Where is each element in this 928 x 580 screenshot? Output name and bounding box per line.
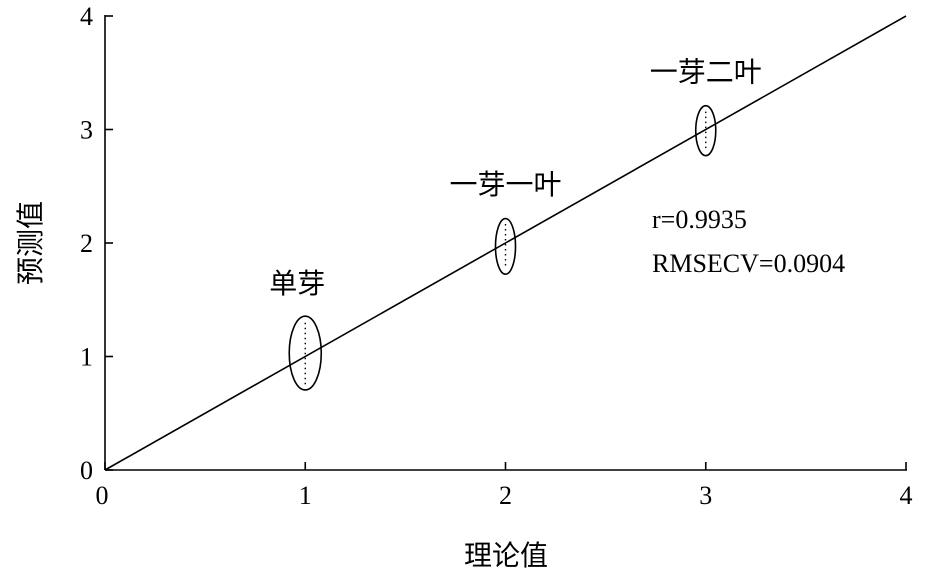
x-tick-label: 4 (900, 481, 913, 510)
y-tick-label: 2 (80, 229, 93, 258)
y-tick-label: 0 (80, 456, 93, 485)
y-axis-title: 预测值 (15, 201, 47, 285)
cluster-ellipse (288, 315, 323, 391)
fit-line (104, 15, 907, 471)
x-axis-title: 理论值 (464, 540, 548, 572)
x-tick-label: 2 (499, 481, 512, 510)
cluster-label: 一芽二叶 (650, 57, 762, 89)
r-value-label: r=0.9935 (652, 205, 747, 234)
y-tick-label: 1 (80, 343, 93, 372)
cluster-label: 单芽 (269, 268, 325, 300)
y-tick-label: 4 (80, 2, 93, 31)
axes: 0 1 2 3 4 0 1 2 3 4 (80, 2, 913, 510)
x-tick-label: 0 (96, 481, 109, 510)
cluster-ellipse (694, 104, 717, 157)
x-tick-label: 1 (299, 481, 312, 510)
y-tick-label: 3 (80, 116, 93, 145)
cluster-label: 一芽一叶 (449, 169, 561, 201)
x-tick-label: 3 (699, 481, 712, 510)
cluster-ellipse (494, 217, 517, 276)
marks: 单芽 一芽一叶 一芽二叶 (104, 15, 907, 471)
rmsecv-label: RMSECV=0.0904 (652, 249, 845, 278)
